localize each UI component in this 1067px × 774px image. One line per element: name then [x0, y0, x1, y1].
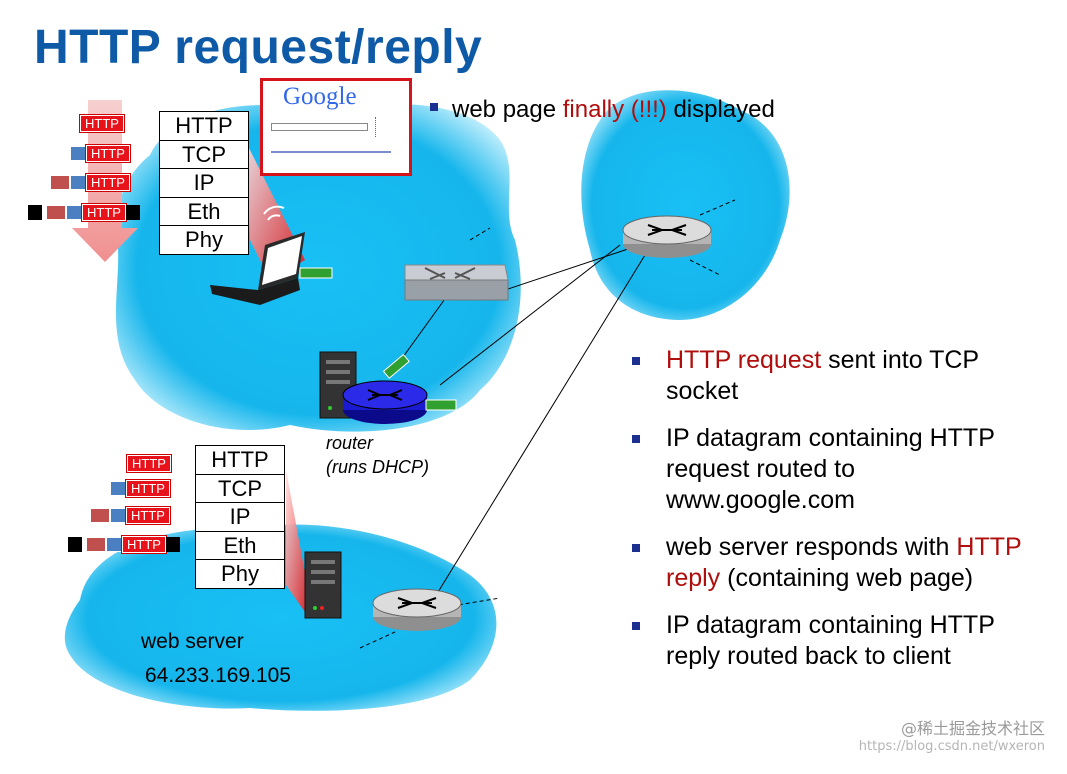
ip-header [90, 508, 110, 523]
bullet-item: web server responds with HTTP reply (con… [632, 532, 1032, 594]
server-stack-beam [286, 470, 310, 612]
eth-header [28, 205, 42, 220]
slide-title: HTTP request/reply [34, 21, 483, 74]
ip-header [86, 537, 106, 552]
client-tcp-segment: HTTP [70, 144, 131, 163]
isp-network-cloud [581, 90, 790, 320]
http-payload: HTTP [125, 479, 171, 498]
http-payload: HTTP [126, 454, 172, 473]
router-label-note: (runs DHCP) [326, 457, 430, 477]
bullet-item: HTTP request sent into TCP socket [632, 345, 1032, 407]
web-server-ip: 64.233.169.105 [145, 664, 291, 687]
bullet-highlight: HTTP reply [666, 533, 1022, 592]
server-router-icon [372, 588, 462, 631]
client-ip-datagram: HTTP [50, 173, 131, 192]
server-tcp-segment: HTTP [110, 479, 171, 498]
server-eth-frame: HTTP [68, 535, 180, 554]
http-payload: HTTP [81, 203, 127, 222]
client-http-message: HTTP [79, 114, 125, 133]
eth-header [68, 537, 82, 552]
bullet-text: (containing web page) [720, 564, 974, 592]
bullet-text: sent into TCP socket [666, 346, 979, 405]
layer-eth: Eth [160, 198, 248, 226]
http-payload: HTTP [85, 173, 131, 192]
eth-trailer [125, 205, 140, 220]
watermark-url: https://blog.csdn.net/wxeron [858, 739, 1045, 754]
http-payload: HTTP [125, 506, 171, 525]
bullet-item: IP datagram containing HTTP request rout… [632, 423, 1032, 516]
bullet-text: IP datagram containing HTTP reply routed… [666, 611, 995, 670]
top-bullet: web page finally (!!!) displayed [430, 96, 775, 124]
tcp-header [70, 175, 86, 190]
http-payload: HTTP [121, 535, 167, 554]
google-network-cloud [64, 524, 497, 711]
google-logo: Google [283, 83, 357, 111]
layer-tcp: TCP [196, 475, 284, 503]
google-footer-links [271, 151, 391, 153]
top-bullet-highlight: finally (!!!) [562, 96, 667, 123]
dhcp-router-icon [342, 353, 457, 424]
watermark-brand: @稀土掘金技术社区 [900, 719, 1045, 738]
bullet-marker [632, 435, 640, 443]
bullet-marker [632, 357, 640, 365]
layer-phy: Phy [185, 227, 223, 252]
http-payload: HTTP [85, 144, 131, 163]
bullet-marker [632, 622, 640, 630]
layer-tcp: TCP [160, 141, 248, 169]
isp-router-icon [622, 215, 712, 258]
client-protocol-stack: HTTP TCP IP Eth Phy [159, 111, 249, 255]
server-protocol-stack: HTTP TCP IP Eth Phy [195, 445, 285, 589]
bullet-text: IP datagram containing HTTP request rout… [666, 424, 995, 514]
router-label-name: router [326, 433, 374, 453]
google-page-thumbnail: Google [260, 78, 412, 176]
http-payload: HTTP [79, 114, 125, 133]
bullet-highlight: HTTP request [666, 346, 822, 374]
web-server-icon [304, 551, 342, 619]
switch-icon [404, 264, 509, 301]
layer-eth: Eth [196, 532, 284, 560]
ip-header [50, 175, 70, 190]
laptop-icon [210, 205, 333, 305]
layer-http: HTTP [160, 112, 248, 141]
server-http-message: HTTP [126, 454, 172, 473]
google-logo-text: Google [283, 83, 357, 110]
client-eth-frame: HTTP [28, 203, 140, 222]
tcp-header [106, 537, 122, 552]
google-side-links [375, 117, 400, 137]
bullet-marker [430, 102, 438, 111]
web-server-name: web server [141, 630, 244, 653]
server-ip-datagram: HTTP [90, 506, 171, 525]
bullet-item: IP datagram containing HTTP reply routed… [632, 610, 1032, 672]
ip-header [46, 205, 66, 220]
top-bullet-text-end: displayed [666, 96, 775, 123]
step-bullets: HTTP request sent into TCP socket IP dat… [632, 345, 1032, 688]
layer-phy: Phy [221, 561, 259, 586]
google-search-box [271, 123, 368, 131]
watermark: @稀土掘金技术社区 https://blog.csdn.net/wxeron [859, 720, 1045, 756]
router-label: router (runs DHCP) [326, 431, 429, 479]
layer-ip: IP [160, 169, 248, 198]
bullet-text: web server responds with [666, 533, 957, 561]
tcp-header [110, 481, 126, 496]
tcp-header [110, 508, 126, 523]
tcp-header [70, 146, 86, 161]
layer-http: HTTP [196, 446, 284, 475]
eth-trailer [165, 537, 180, 552]
bullet-marker [632, 544, 640, 552]
layer-ip: IP [196, 503, 284, 532]
tcp-header [66, 205, 82, 220]
top-bullet-text: web page [452, 96, 563, 123]
